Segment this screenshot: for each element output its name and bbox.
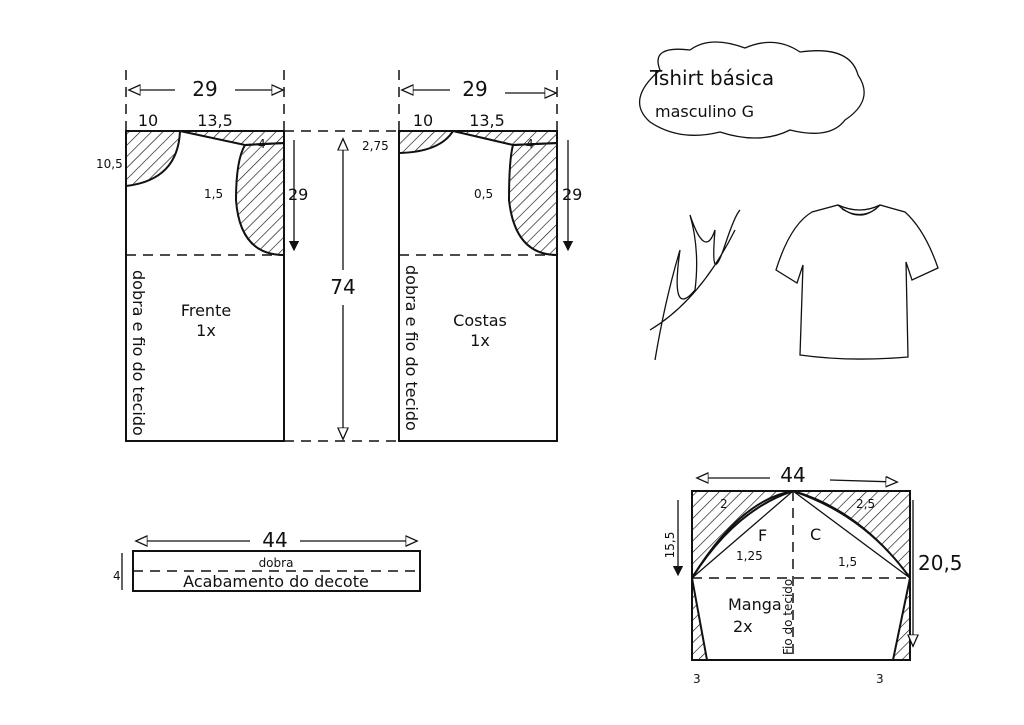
back-fold-label: dobra e fio do tecido bbox=[402, 265, 421, 431]
title-line2: masculino G bbox=[655, 102, 754, 121]
length-dimension: 74 bbox=[284, 130, 399, 442]
back-piece: 29 10 13,5 2,75 4 0,5 29 dobra e fio do … bbox=[362, 70, 582, 442]
length-value: 74 bbox=[330, 275, 355, 299]
front-piece: 29 10 13,5 10,5 4 1,5 29 dobra e fio do … bbox=[96, 70, 308, 442]
sleeve-front-out: 2 bbox=[720, 497, 728, 511]
sleeve-cap-height: 15,5 bbox=[663, 532, 677, 559]
sleeve-piece: 44 15,5 20,5 F C 2 1,25 2,5 1,5 Fio do t… bbox=[663, 463, 963, 686]
sleeve-qty: 2x bbox=[733, 617, 753, 636]
front-armhole-curve: 1,5 bbox=[204, 187, 223, 201]
front-neck-width: 10 bbox=[138, 111, 158, 130]
front-shoulder-drop: 4 bbox=[258, 137, 266, 151]
neckband-piece: 44 4 dobra Acabamento do decote bbox=[113, 528, 421, 592]
front-shoulder: 13,5 bbox=[197, 111, 233, 130]
signature bbox=[649, 209, 741, 361]
back-qty: 1x bbox=[470, 331, 490, 350]
sleeve-front-label: F bbox=[758, 526, 767, 545]
sleeve-height: 20,5 bbox=[918, 551, 963, 575]
front-neck-depth: 10,5 bbox=[96, 157, 123, 171]
back-width: 29 bbox=[462, 77, 487, 101]
neckband-width: 44 bbox=[262, 528, 287, 552]
neckband-fold: dobra bbox=[259, 556, 294, 570]
back-name: Costas bbox=[453, 311, 507, 330]
front-width: 29 bbox=[192, 77, 217, 101]
sleeve-front-in: 1,25 bbox=[736, 549, 763, 563]
front-armhole-depth: 29 bbox=[288, 185, 308, 204]
back-armhole-depth: 29 bbox=[562, 185, 582, 204]
sleeve-hem-right: 3 bbox=[876, 672, 884, 686]
front-name: Frente bbox=[181, 301, 231, 320]
sleeve-back-in: 1,5 bbox=[838, 555, 857, 569]
sleeve-name: Manga bbox=[728, 595, 782, 614]
back-armhole-curve: 0,5 bbox=[474, 187, 493, 201]
title-cloud: Tshirt básica masculino G bbox=[638, 41, 865, 139]
title-line1: Tshirt básica bbox=[649, 66, 774, 90]
sleeve-width: 44 bbox=[780, 463, 805, 487]
neckband-height: 4 bbox=[113, 569, 121, 583]
sleeve-back-out: 2,5 bbox=[856, 497, 875, 511]
sleeve-back-label: C bbox=[810, 525, 821, 544]
back-shoulder: 13,5 bbox=[469, 111, 505, 130]
tshirt-sketch-icon bbox=[775, 204, 939, 360]
neckband-name: Acabamento do decote bbox=[183, 572, 369, 591]
front-fold-label: dobra e fio do tecido bbox=[129, 270, 148, 436]
sleeve-hem-left: 3 bbox=[693, 672, 701, 686]
back-neck-depth: 2,75 bbox=[362, 139, 389, 153]
back-neck-width: 10 bbox=[413, 111, 433, 130]
sleeve-grain: Fio do tecido bbox=[781, 579, 795, 655]
front-qty: 1x bbox=[196, 321, 216, 340]
back-shoulder-drop: 4 bbox=[526, 137, 534, 151]
